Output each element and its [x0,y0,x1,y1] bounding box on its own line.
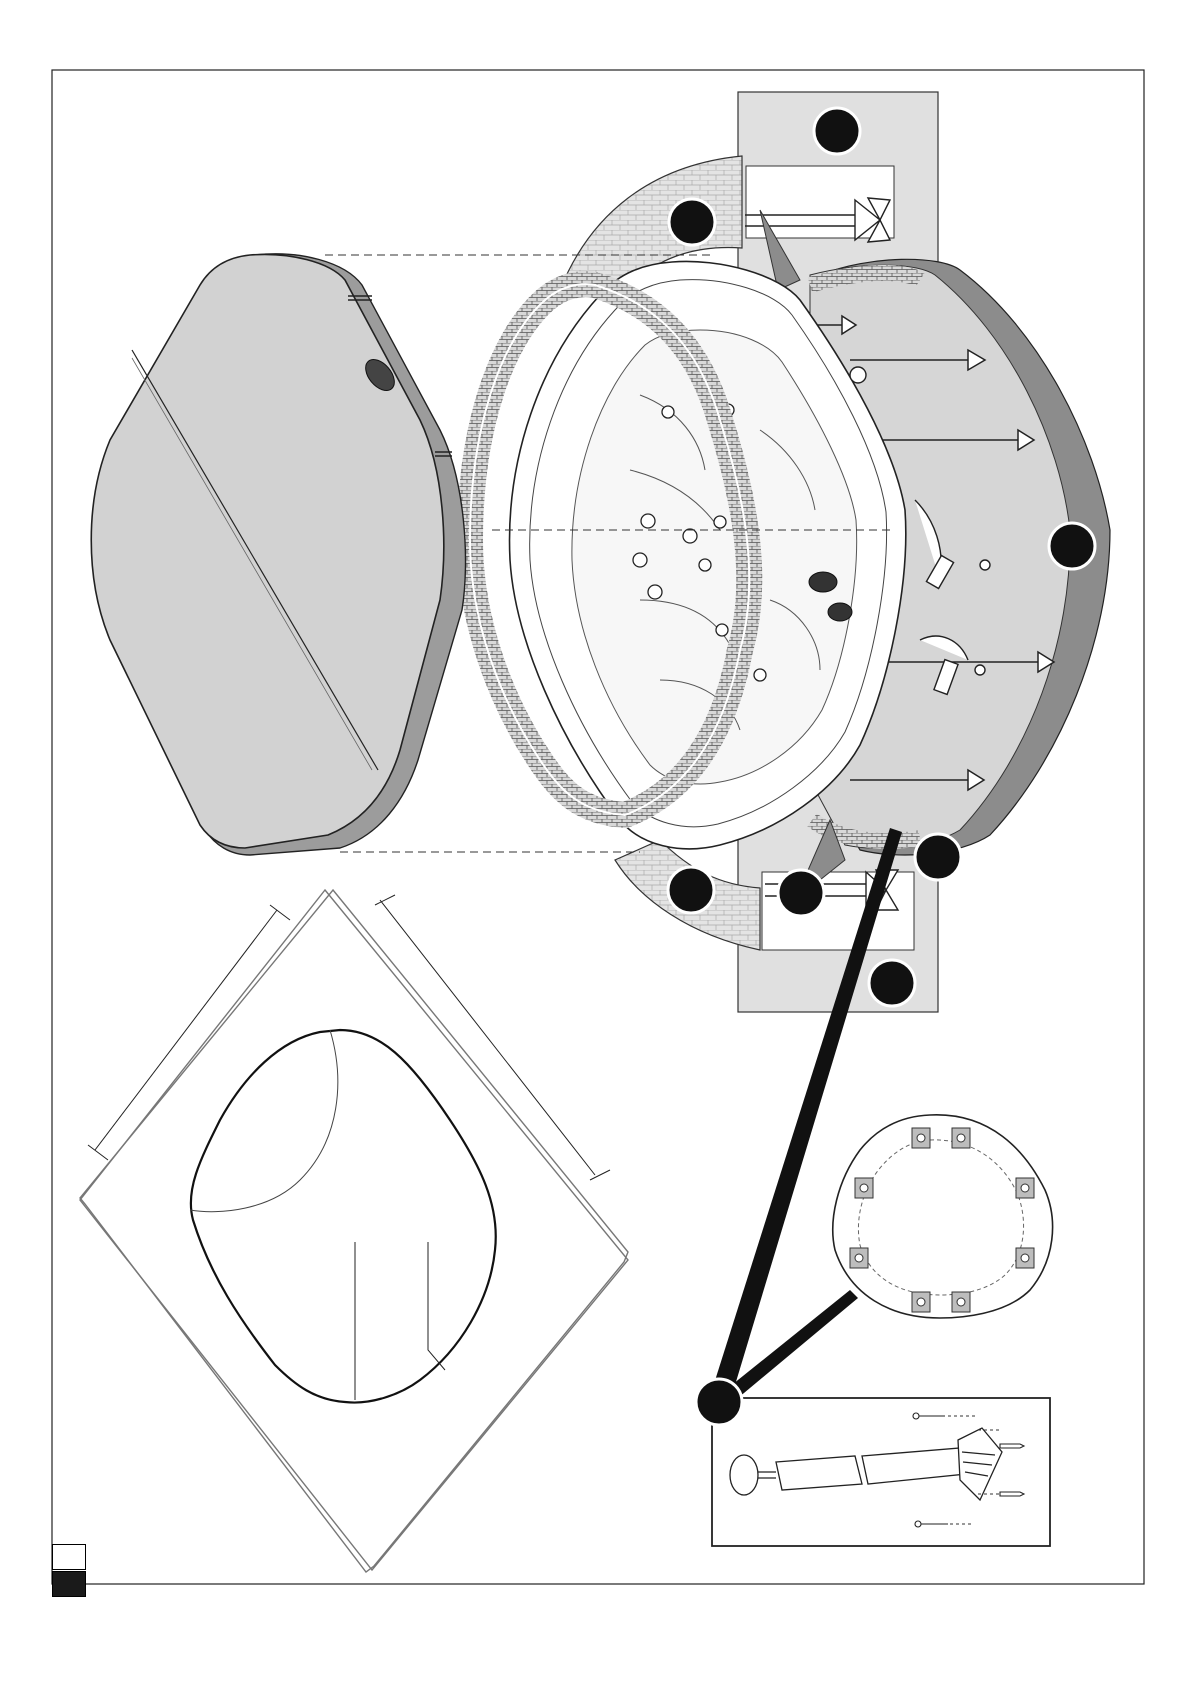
support-post-detail [696,1379,1050,1546]
plan-square-outer [80,890,628,1570]
recess-plan [80,890,628,1572]
layout-outline [833,1115,1053,1318]
plan-square-inner [80,890,628,1572]
marker-lower-right [915,834,961,880]
plan-dimension-line-right [380,900,595,1175]
post-tube-left [776,1456,862,1490]
support-layout [833,1115,1053,1318]
plan-dimension-line-left [95,910,277,1150]
plan-spa-outline [191,1030,496,1403]
page-corner-white [52,1544,86,1570]
marker-lower-surround [668,867,714,913]
spa-cover [91,254,465,855]
marker-right-support [1049,523,1095,569]
marker-upper-surround [669,199,715,245]
page-corner-black [52,1571,86,1597]
post-foot-disc [730,1455,758,1495]
marker-bottom-wall [869,960,915,1006]
marker-lower-post [778,870,824,916]
marker-detail [696,1379,742,1425]
marker-top-wall [814,108,860,154]
